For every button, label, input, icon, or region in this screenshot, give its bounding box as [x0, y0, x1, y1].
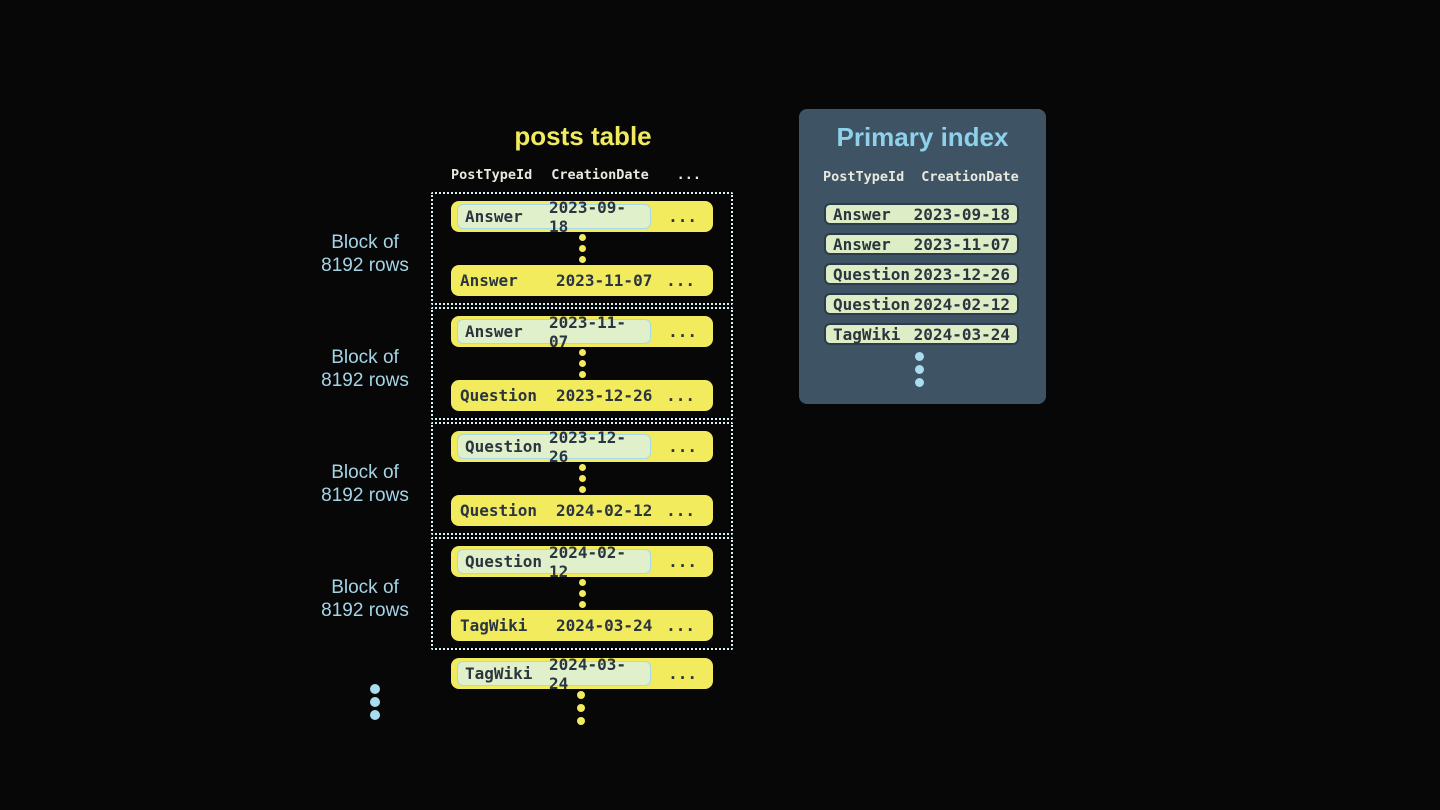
row-ellipsis: ...	[668, 664, 697, 683]
index-row: Answer 2023-11-07	[824, 233, 1019, 255]
primary-index-column-headers: PostTypeId CreationDate	[823, 169, 1019, 185]
vertical-ellipsis-dots	[451, 464, 713, 493]
table-row: Answer 2023-09-18 ...	[451, 198, 713, 236]
vertical-ellipsis-dots	[451, 579, 713, 608]
row-ellipsis: ...	[666, 616, 695, 635]
table-row: Question 2023-12-26 ...	[451, 380, 713, 411]
column-header-creationdate: CreationDate	[551, 167, 649, 183]
vertical-ellipsis-dots	[915, 352, 924, 391]
table-row: Question 2023-12-26 ...	[451, 428, 713, 466]
table-row: Question 2024-02-12 ...	[451, 543, 713, 581]
column-header-posttypeid: PostTypeId	[823, 169, 905, 185]
vertical-ellipsis-dots	[451, 234, 713, 263]
index-row: Question 2023-12-26	[824, 263, 1019, 285]
row-block: Question 2023-12-26 ... Question 2024-02…	[431, 422, 733, 535]
indexed-columns-highlight: Question 2024-02-12	[457, 543, 651, 581]
table-row: Answer 2023-11-07 ...	[451, 313, 713, 351]
row-ellipsis: ...	[668, 207, 697, 226]
table-row: Question 2024-02-12 ...	[451, 495, 713, 526]
indexed-columns-highlight: Answer 2023-09-18	[457, 198, 651, 236]
indexed-columns-highlight: Question 2023-12-26	[457, 428, 651, 466]
column-header-creationdate: CreationDate	[921, 169, 1019, 185]
row-ellipsis: ...	[666, 501, 695, 520]
indexed-columns-highlight: Answer 2023-11-07	[457, 313, 651, 351]
row-ellipsis: ...	[666, 271, 695, 290]
row-ellipsis: ...	[666, 386, 695, 405]
row-block: Question 2024-02-12 ... TagWiki 2024-03-…	[431, 537, 733, 650]
row-ellipsis: ...	[668, 322, 697, 341]
posts-table-column-headers: PostTypeId CreationDate ...	[451, 167, 713, 183]
block-label: Block of 8192 rows	[321, 231, 409, 276]
index-row: TagWiki 2024-03-24	[824, 323, 1019, 345]
primary-index-rows: Answer 2023-09-18 Answer 2023-11-07 Ques…	[824, 203, 1019, 353]
column-header-ellipsis: ...	[676, 167, 701, 183]
posts-table-title: posts table	[514, 121, 652, 151]
block-label: Block of 8192 rows	[321, 461, 409, 506]
table-row: Answer 2023-11-07 ...	[451, 265, 713, 296]
index-row: Question 2024-02-12	[824, 293, 1019, 315]
row-block: Answer 2023-09-18 ... Answer 2023-11-07 …	[431, 192, 733, 305]
vertical-ellipsis-dots	[577, 691, 585, 730]
row-ellipsis: ...	[668, 552, 697, 571]
more-blocks-ellipsis-dots	[370, 684, 380, 723]
indexed-columns-highlight: TagWiki 2024-03-24	[457, 655, 651, 693]
row-block: Answer 2023-11-07 ... Question 2023-12-2…	[431, 307, 733, 420]
column-header-posttypeid: PostTypeId	[451, 167, 533, 183]
index-row: Answer 2023-09-18	[824, 203, 1019, 225]
block-label: Block of 8192 rows	[321, 576, 409, 621]
primary-index-title: Primary index	[836, 122, 1009, 152]
table-row: TagWiki 2024-03-24 ...	[451, 655, 713, 693]
row-ellipsis: ...	[668, 437, 697, 456]
vertical-ellipsis-dots	[451, 349, 713, 378]
block-label: Block of 8192 rows	[321, 346, 409, 391]
table-row: TagWiki 2024-03-24 ...	[451, 610, 713, 641]
primary-index-panel: Primary index PostTypeId CreationDate An…	[799, 109, 1046, 404]
